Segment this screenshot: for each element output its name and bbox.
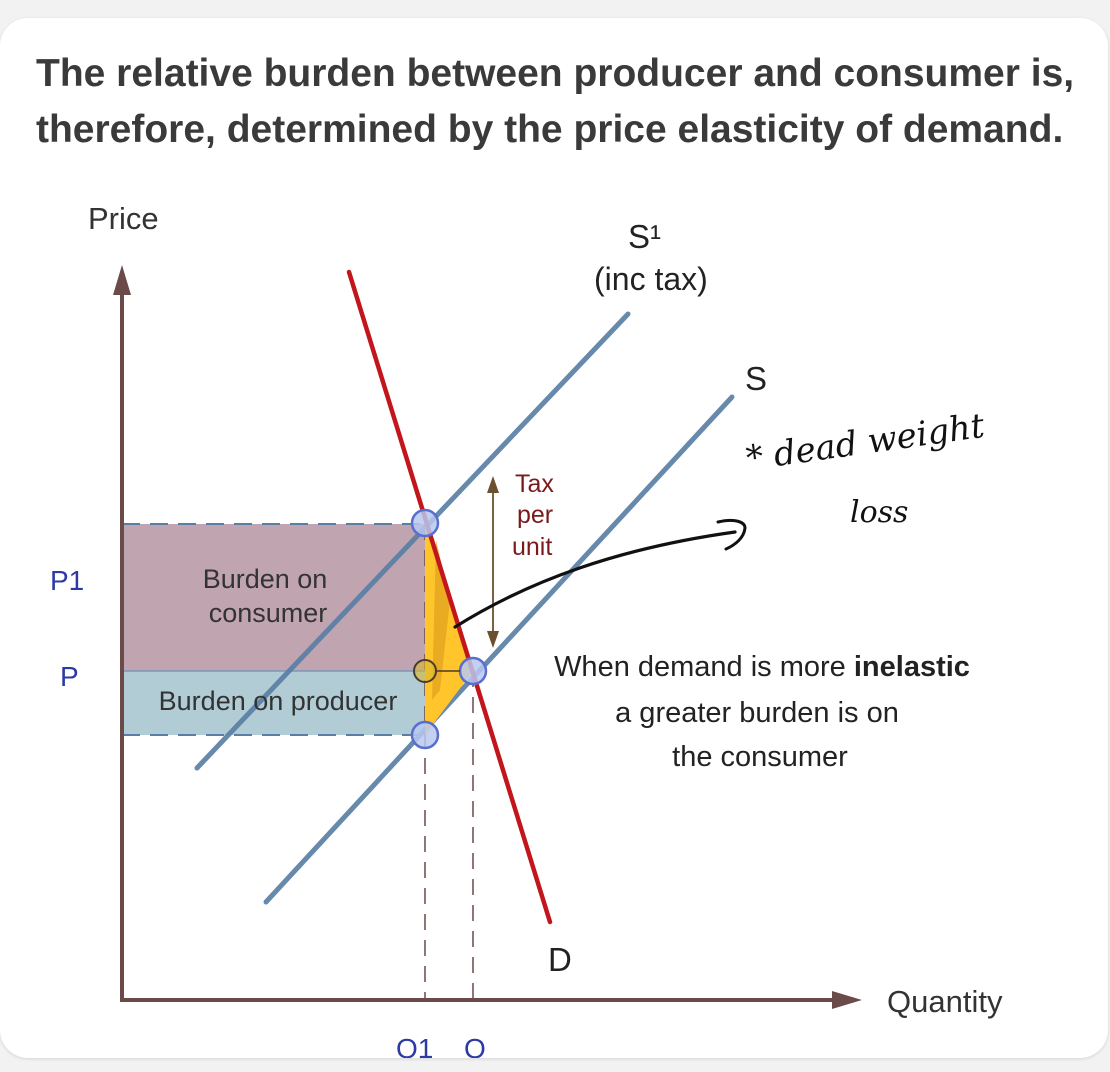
price-label-p: P	[60, 661, 79, 692]
burden-consumer-line2: consumer	[209, 598, 328, 628]
tax-arrow-head-up	[487, 476, 499, 493]
supply-curve-s1	[194, 311, 631, 771]
note-line1-bold: inelastic	[854, 651, 970, 683]
y-axis-label: Price	[88, 201, 159, 236]
producer-burden-area	[122, 671, 425, 735]
heading-line-1: The relative burden between producer and…	[36, 52, 1075, 95]
quantity-label-q: Q	[464, 1033, 486, 1064]
curve-label-d: D	[548, 941, 572, 978]
demand-curve	[346, 269, 553, 925]
handwritten-arrow-head	[716, 518, 747, 551]
curve-label-s1: S¹	[628, 218, 661, 255]
supply-curve-s	[263, 394, 735, 905]
note-line2: a greater burden is on	[615, 697, 899, 729]
point-original-equilibrium	[458, 656, 488, 686]
handwritten-arrow	[453, 530, 737, 629]
burden-producer-label: Burden on producer	[159, 686, 398, 716]
burden-consumer-line1: Burden on	[203, 564, 328, 594]
x-axis-label: Quantity	[887, 984, 1003, 1019]
handwritten-line2: loss	[850, 495, 908, 530]
handwritten-line1: * dead weight	[744, 406, 988, 479]
point-q1-on-s	[410, 720, 440, 750]
heading: The relative burden between producer and…	[36, 46, 1106, 158]
note-line3: the consumer	[672, 741, 848, 773]
price-label-p1: P1	[50, 565, 84, 596]
y-axis-arrow-icon	[113, 265, 131, 295]
tax-arrow-head-down	[487, 631, 499, 648]
heading-line-2: therefore, determined by the price elast…	[36, 108, 1064, 151]
note-line1-prefix: When demand is more	[554, 651, 854, 683]
tax-label-line1: Tax	[515, 470, 554, 498]
consumer-burden-area	[122, 524, 425, 671]
quantity-label-q1: Q1	[396, 1033, 433, 1064]
tax-label-line3: unit	[512, 533, 552, 561]
tax-label-line2: per	[517, 501, 553, 529]
note-line1: When demand is more inelastic	[554, 651, 970, 683]
point-p1-equilibrium	[410, 508, 440, 538]
curve-label-s: S	[745, 360, 767, 397]
x-axis-arrow-icon	[832, 991, 862, 1009]
point-q1-at-p	[413, 659, 437, 683]
curve-label-s1-note: (inc tax)	[594, 261, 708, 297]
deadweight-shading-arrow	[432, 540, 450, 700]
